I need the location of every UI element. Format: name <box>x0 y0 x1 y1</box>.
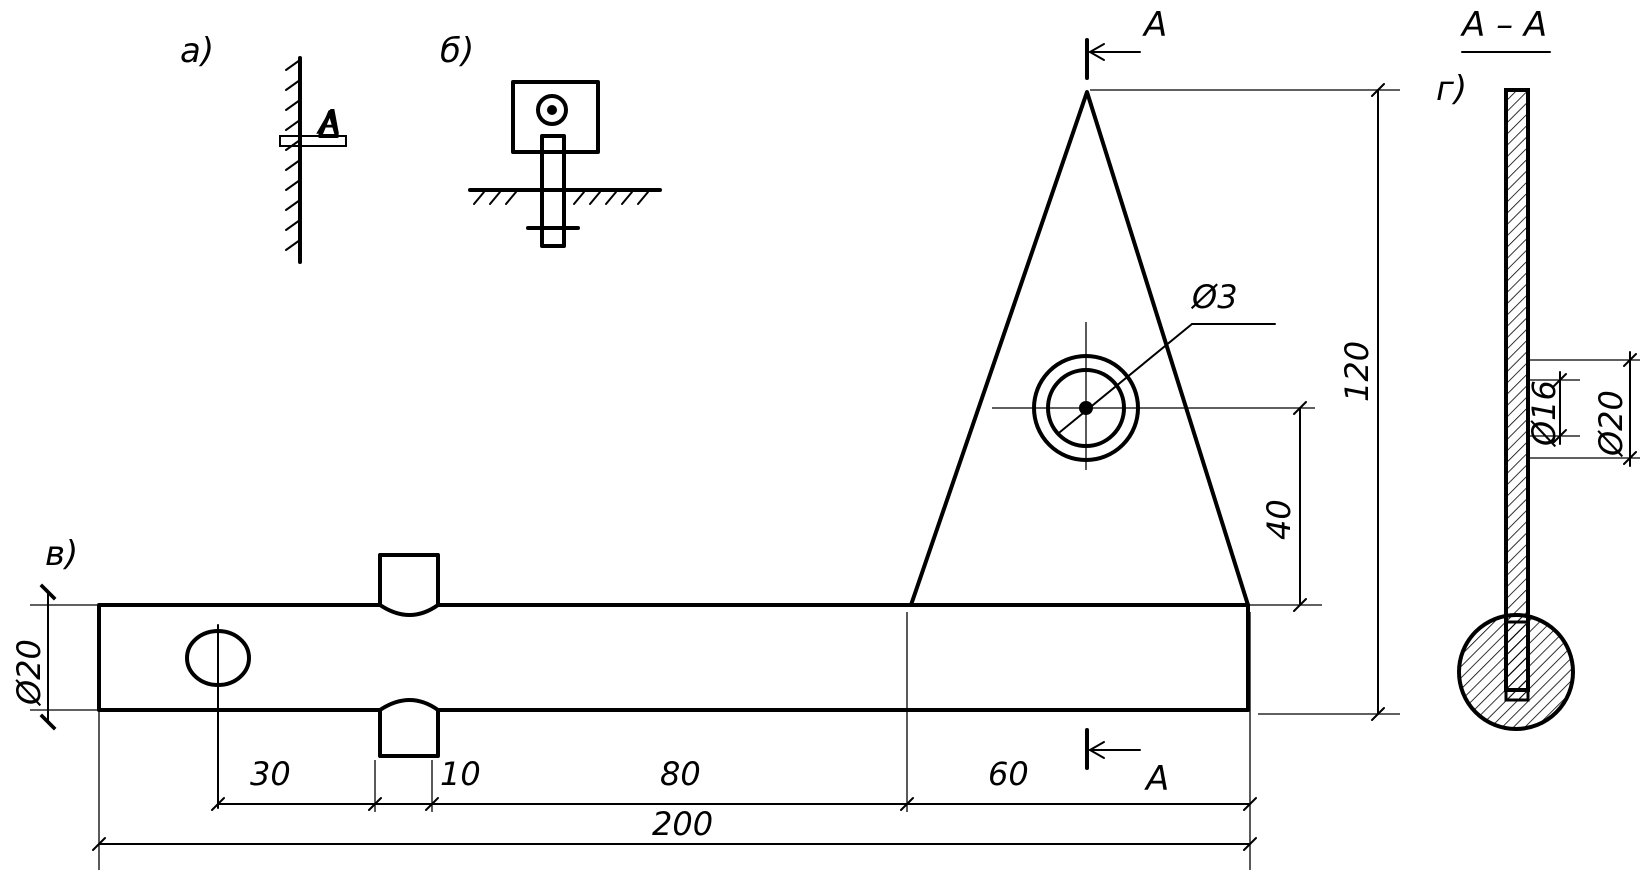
section-title: A – A <box>1460 5 1547 45</box>
dim-16-ticks <box>1553 373 1567 443</box>
dim-200-ticks <box>92 837 1257 851</box>
rod-side-view <box>279 135 347 147</box>
view-b-label: б) <box>440 31 474 71</box>
view-a-marker: A <box>316 103 341 143</box>
stud-top <box>378 553 440 607</box>
dim-120-label: 120 <box>1338 341 1376 402</box>
view-v-label: в) <box>45 534 78 574</box>
section-inner-diameter-label: Ø16 <box>1525 380 1563 448</box>
plate-top-view <box>511 80 600 154</box>
dim-20-ticks <box>1623 353 1637 465</box>
wall-hatching <box>285 59 301 251</box>
stud-bottom <box>378 708 440 758</box>
dim-chain-ticks <box>211 797 1257 811</box>
view-a-label: а) <box>180 31 214 71</box>
section-mark-top-label: A <box>1142 5 1167 45</box>
view-g-label: г) <box>1436 69 1467 109</box>
view-b: б) <box>440 31 662 248</box>
triangle-side-view <box>318 110 339 138</box>
ground-hatching <box>473 191 649 205</box>
section-outer-diameter-label: Ø20 <box>1592 390 1630 458</box>
dim-120-ticks <box>1371 83 1385 721</box>
hole-outer-ring <box>536 94 568 126</box>
dim-200-label: 200 <box>652 805 713 843</box>
rod-diameter-label: Ø20 <box>10 639 48 707</box>
plate-in-rod-section <box>1504 620 1530 702</box>
dim-80-label: 80 <box>660 755 701 793</box>
section-mark-bottom-label: A <box>1144 759 1169 799</box>
dim-30-label: 30 <box>250 755 291 793</box>
dim-40-ticks <box>1293 401 1307 612</box>
dim-60-label: 60 <box>988 755 1029 793</box>
view-g: г) A – A Ø16 Ø20 <box>1436 5 1640 731</box>
hole-diameter-label: Ø3 <box>1190 278 1238 316</box>
hole-center <box>547 105 557 115</box>
section-mark-bottom-arrowhead <box>1087 741 1105 759</box>
hole-leader <box>1059 323 1193 433</box>
dim-10-label: 10 <box>440 755 481 793</box>
view-v: в) Ø3 A A Ø20 <box>10 5 1400 870</box>
dim-40-label: 40 <box>1260 499 1298 540</box>
triangle-plate <box>909 90 1250 607</box>
rod-body <box>97 603 1250 712</box>
view-a: а) A <box>180 31 347 264</box>
section-mark-top-arrowhead <box>1087 43 1105 61</box>
